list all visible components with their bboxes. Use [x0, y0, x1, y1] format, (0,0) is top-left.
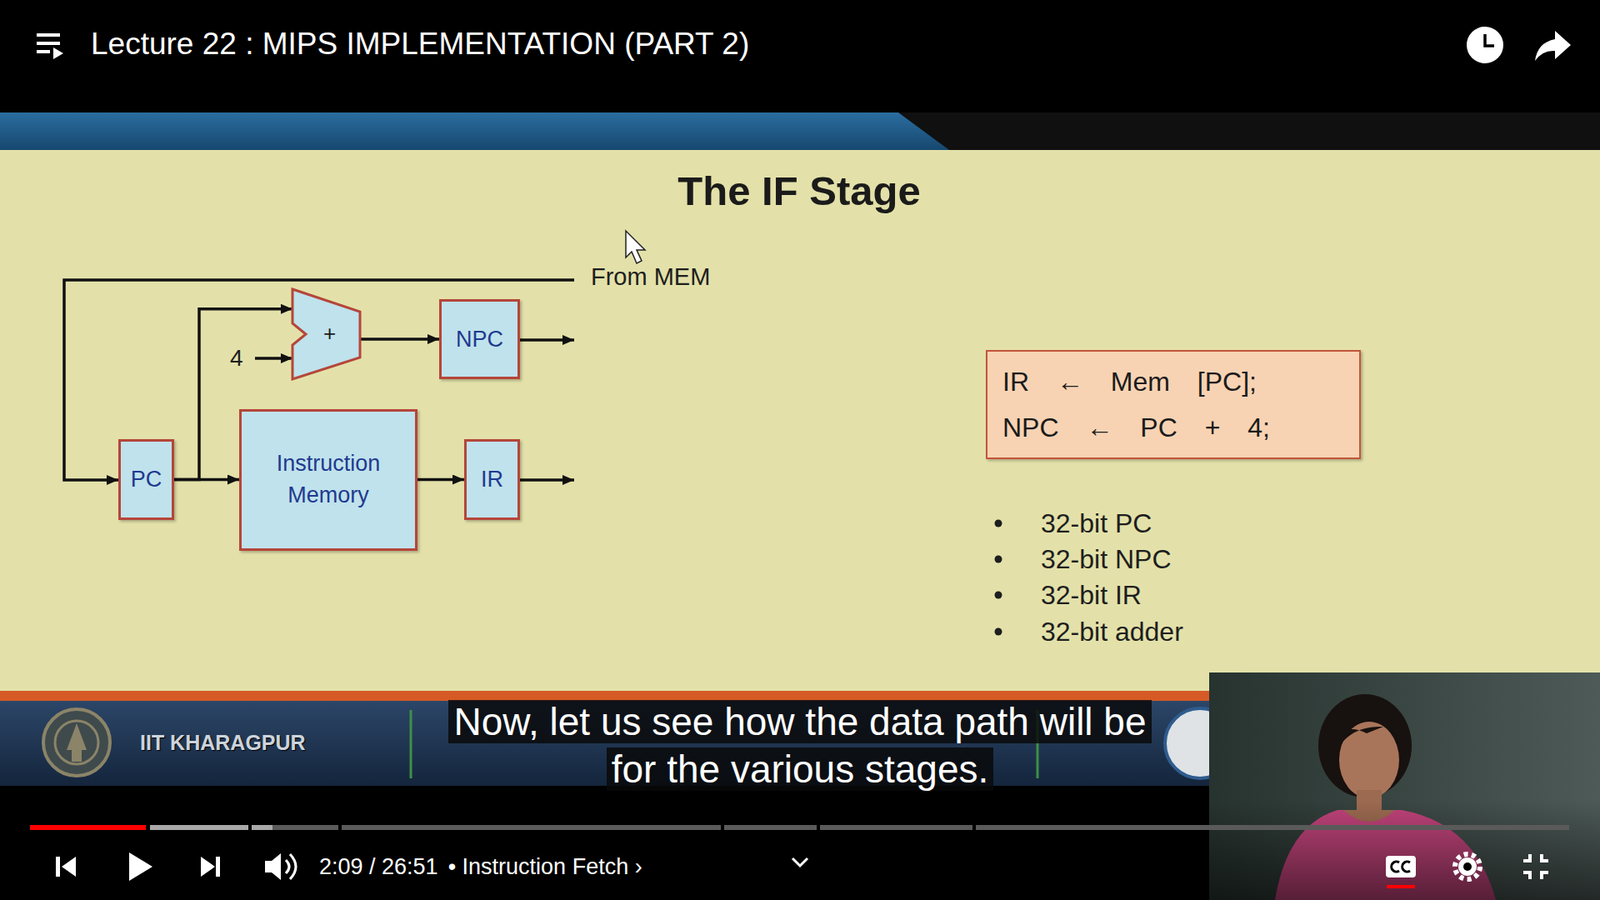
progress-bar	[820, 825, 973, 830]
memory-name: Instruction Memory	[251, 448, 405, 512]
share-icon	[1535, 30, 1571, 61]
output-wire	[520, 338, 575, 342]
top-bar	[0, 0, 1600, 113]
progress-bar	[251, 825, 273, 830]
player-controls	[200, 856, 215, 877]
player-controls	[61, 856, 76, 877]
bullet-dots	[995, 520, 1003, 528]
webcam-inset	[1330, 726, 1384, 767]
register-name: NPC	[455, 325, 504, 353]
fullscreen-exit-icon	[1523, 854, 1549, 880]
slide-background	[0, 150, 1600, 691]
institute-logo	[43, 709, 110, 776]
slide-header-band	[0, 112, 1600, 150]
progress-bar	[724, 825, 817, 830]
adder-symbol: +	[292, 289, 360, 380]
bullet-text: 32-bit adder	[1040, 616, 1184, 648]
adder-outline	[292, 289, 360, 380]
slide-title: The IF Stage	[677, 167, 920, 215]
player-controls	[55, 852, 808, 881]
player-controls	[55, 856, 60, 877]
register-box: NPC	[439, 299, 520, 380]
slide-header-band	[0, 112, 1600, 150]
mouse-cursor	[625, 230, 645, 264]
cc-icon	[1385, 855, 1416, 889]
bullet-text: 32-bit IR	[1040, 580, 1142, 611]
time-display: 2:09 / 26:51	[319, 854, 439, 880]
mouse-cursor	[625, 230, 645, 264]
share-icon	[1535, 30, 1571, 61]
chapter-title: • Instruction Fetch ›	[448, 854, 643, 880]
top-bar	[36, 35, 60, 52]
controls-shade	[0, 800, 1600, 900]
institute-name: IIT KHARAGPUR	[140, 730, 306, 755]
register-name: PC	[130, 465, 163, 493]
institute-logo	[43, 709, 110, 776]
data-wire	[417, 478, 465, 482]
signal-name: From MEM	[590, 263, 710, 291]
top-bar	[53, 47, 64, 60]
progress-bar	[30, 825, 146, 830]
slide-footer	[410, 710, 413, 779]
register-name: IR	[480, 465, 504, 493]
bottom-black	[0, 785, 1600, 900]
clock-icon	[1466, 26, 1504, 64]
cc-icon	[1391, 861, 1410, 872]
player-controls	[792, 858, 808, 866]
progress-bar	[150, 825, 249, 830]
register-box: IR	[464, 439, 520, 520]
webcam-inset	[1318, 694, 1412, 798]
institute-logo	[66, 723, 87, 750]
progress-bar	[975, 825, 1570, 830]
bullet-text: 32-bit NPC	[1040, 544, 1172, 575]
player-controls	[265, 853, 281, 880]
subtitle-box: Now, let us see how the data path will b…	[441, 698, 1159, 794]
equation-text: IR ← Mem [PC];	[1002, 359, 1257, 405]
settings-icon	[1455, 854, 1480, 880]
bullet-dots	[995, 555, 1003, 564]
bullet-text: 32-bit PC	[1040, 508, 1152, 540]
bullet-dots	[995, 628, 1003, 636]
subtitle-text: Now, let us see how the data path will b…	[448, 700, 1151, 791]
slide-header-band	[0, 112, 950, 150]
player-controls	[285, 854, 296, 880]
bullet-dots	[995, 520, 1003, 636]
cc-icon	[1386, 885, 1415, 889]
memory-box: Instruction Memory	[239, 409, 418, 551]
settings-icon	[1455, 854, 1480, 880]
video-title: Lecture 22 : MIPS IMPLEMENTATION (PART 2…	[90, 26, 750, 62]
cc-icon	[1385, 855, 1416, 878]
output-wire	[520, 478, 575, 482]
clock-icon	[1485, 34, 1495, 46]
bullet-dots	[995, 591, 1003, 600]
clock-icon	[1466, 26, 1504, 64]
data-wire	[360, 337, 440, 341]
progress-bar	[272, 825, 339, 830]
constant-wire	[255, 356, 293, 360]
equation-text: NPC ← PC + 4;	[1002, 405, 1270, 450]
player-controls	[215, 856, 220, 877]
settings-icon	[1458, 857, 1477, 876]
equation-box: IR ← Mem [PC];NPC ← PC + 4;	[985, 350, 1361, 460]
register-box: PC	[118, 439, 175, 520]
institute-logo	[71, 750, 82, 762]
settings-icon	[1463, 862, 1472, 871]
fullscreen-exit-icon	[1523, 854, 1549, 880]
constant-label: 4	[230, 345, 244, 372]
progress-bar	[30, 825, 1570, 830]
operator-text: +	[316, 320, 336, 347]
time-row: 2:09 / 26:51 • Instruction Fetch ›	[319, 854, 643, 880]
top-bar	[0, 0, 1600, 113]
player-controls	[129, 852, 153, 881]
progress-bar	[341, 825, 721, 830]
institute-logo	[55, 720, 99, 765]
